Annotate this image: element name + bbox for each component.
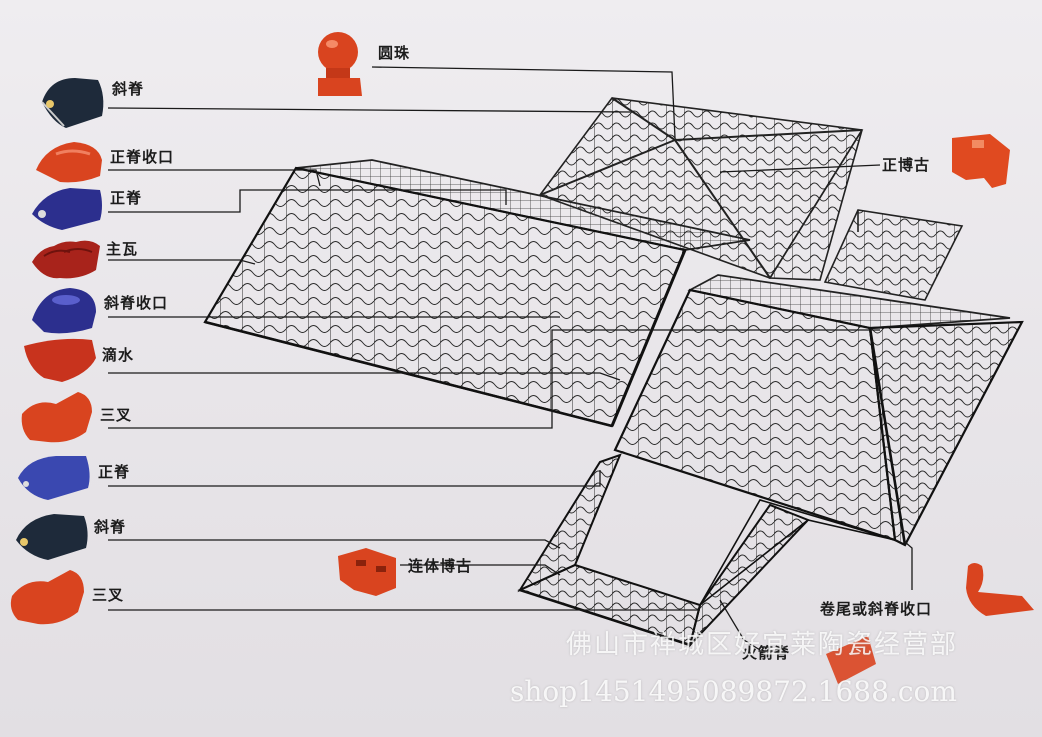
label-hip-end-cap: 斜脊收口: [104, 294, 169, 312]
hip-end-cap-tile-icon: [32, 288, 96, 334]
label-ridge-gable: 正博古: [882, 156, 931, 174]
lower-wing-roof: [517, 453, 896, 649]
label-fire-ridge: 火箭脊: [742, 644, 791, 662]
three-way-tile-icon: [21, 392, 92, 443]
curl-tail-tile-icon: [966, 563, 1034, 616]
ball-finial-icon: [318, 32, 362, 96]
watermark-url: shop1451495089872.1688.com: [510, 675, 957, 708]
three-way-tile-icon-2: [10, 570, 85, 625]
label-three-way-2: 三叉: [92, 586, 125, 604]
back-hip-roof: [538, 97, 864, 281]
label-drip: 滴水: [102, 346, 135, 364]
joint-gable-tile-icon: [338, 548, 396, 596]
ridge-end-cap-tile-icon: [36, 142, 102, 183]
leader-lines: [107, 66, 913, 651]
right-wing-roof: [823, 209, 964, 301]
label-ridge-end-cap: 正脊收口: [110, 148, 175, 166]
main-ridge-tile-icon-2: [18, 456, 90, 500]
front-hip-roof: [613, 274, 1024, 547]
label-main-ridge-2: 正脊: [98, 463, 131, 481]
label-curl-tail: 卷尾或斜脊收口: [820, 600, 933, 618]
fire-ridge-tile-icon: [826, 636, 876, 684]
label-three-way: 三叉: [100, 406, 133, 424]
watermark-shop-name: 佛山市禅城区好宜莱陶瓷经营部: [566, 630, 959, 660]
label-hip-ridge: 斜脊: [112, 80, 145, 98]
hip-ridge-tile-icon-2: [16, 514, 88, 560]
ridge-gable-tile-icon: [952, 134, 1010, 188]
drip-tile-icon: [24, 338, 96, 382]
label-main-ridge: 正脊: [110, 189, 143, 207]
main-tile-icon: [32, 240, 100, 279]
label-joint-gable: 连体博古: [408, 557, 473, 575]
label-hip-ridge-2: 斜脊: [94, 518, 127, 536]
main-ridge-tile-icon: [32, 188, 102, 230]
hip-ridge-tile-icon: [41, 78, 104, 128]
label-main-tile: 主瓦: [106, 240, 139, 258]
main-gable-roof: [203, 159, 751, 428]
label-ball: 圆珠: [378, 44, 411, 62]
